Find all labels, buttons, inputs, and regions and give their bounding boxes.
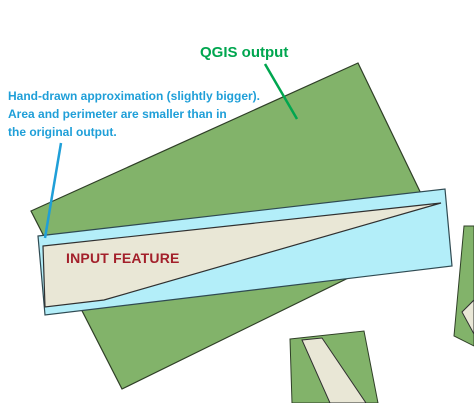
- input-feature-polygon: [42, 202, 442, 308]
- qgis-output-label: QGIS output: [200, 44, 289, 61]
- qgis-output-pointer: [263, 63, 299, 120]
- input-feature-label: INPUT FEATURE: [66, 250, 180, 266]
- neighbor-input-right: [461, 299, 474, 335]
- approximation-label: Hand-drawn approximation (slightly bigge…: [8, 87, 260, 141]
- neighbor-input-bottom: [301, 337, 367, 403]
- approximation-label-line-3: the original output.: [8, 125, 117, 139]
- approximation-pointer: [43, 142, 63, 239]
- approximation-label-line-2: Area and perimeter are smaller than in: [8, 107, 227, 121]
- approximation-label-line-1: Hand-drawn approximation (slightly bigge…: [8, 89, 261, 103]
